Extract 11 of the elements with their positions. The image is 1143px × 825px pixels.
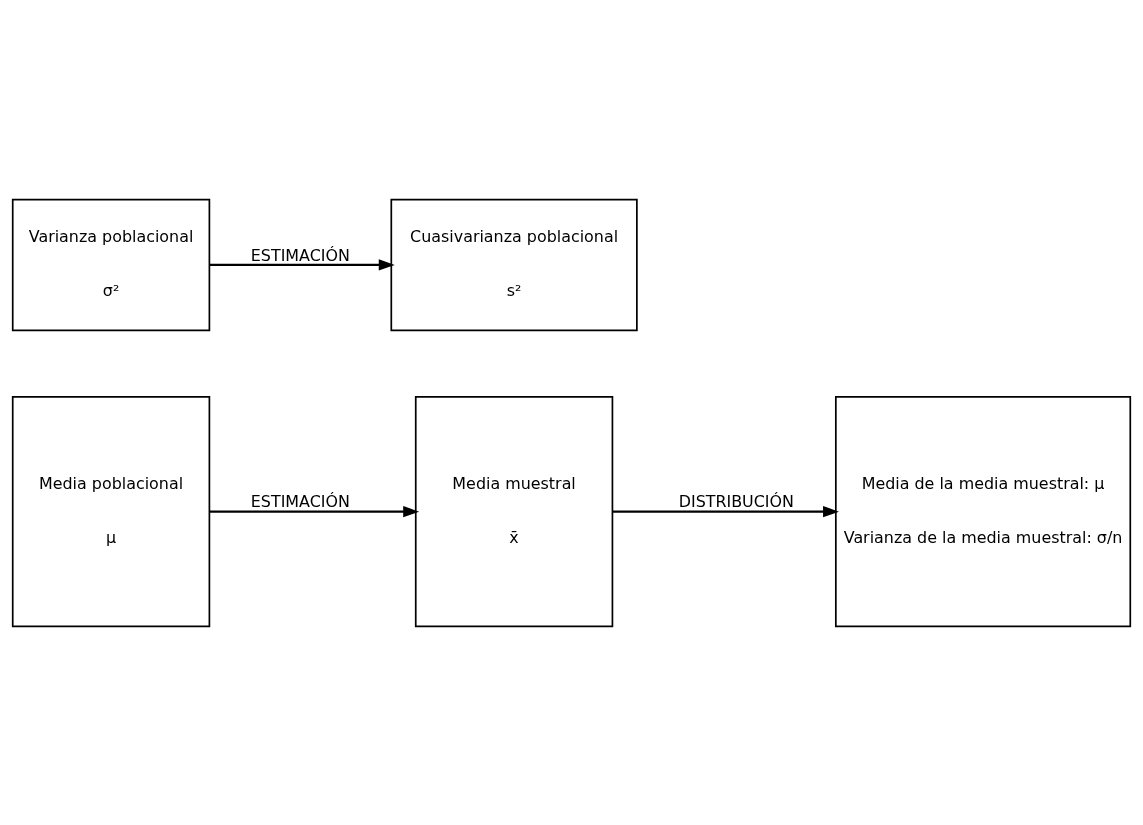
- node-box: Varianza poblacional σ²: [11, 198, 211, 331]
- node-box: Media poblacional μ: [11, 395, 211, 627]
- edge-label: DISTRIBUCIÓN: [678, 491, 794, 511]
- arrow: [209, 505, 420, 517]
- arrow: [209, 258, 395, 270]
- arrow: [612, 505, 839, 517]
- node-box: Media de la media muestral: μ Varianza de la media muestral: σ/n: [834, 395, 1132, 627]
- node-box: Cuasivarianza poblacional s²: [390, 198, 638, 331]
- edge-label: ESTIMACIÓN: [250, 245, 350, 265]
- edge-label: ESTIMACIÓN: [250, 491, 350, 511]
- node-box: Media muestral x̄: [414, 395, 614, 627]
